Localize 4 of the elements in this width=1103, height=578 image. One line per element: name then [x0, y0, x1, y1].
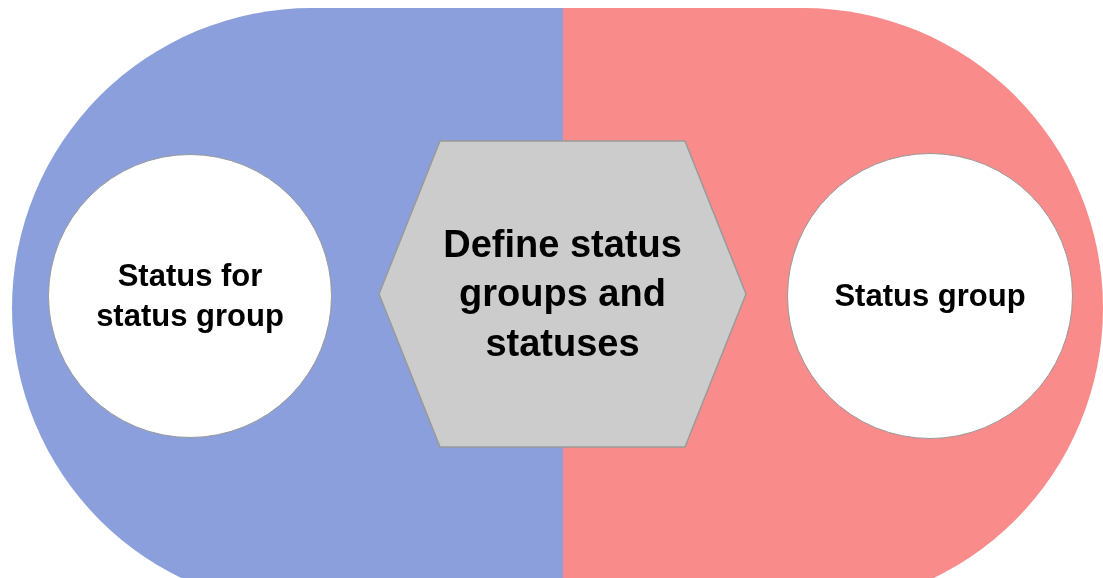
node-label: Define status groups and statuses: [442, 221, 683, 366]
node-label: Status for status group: [95, 256, 285, 335]
node-label: Status group: [833, 276, 1027, 315]
hexagon-node: [378, 140, 747, 448]
